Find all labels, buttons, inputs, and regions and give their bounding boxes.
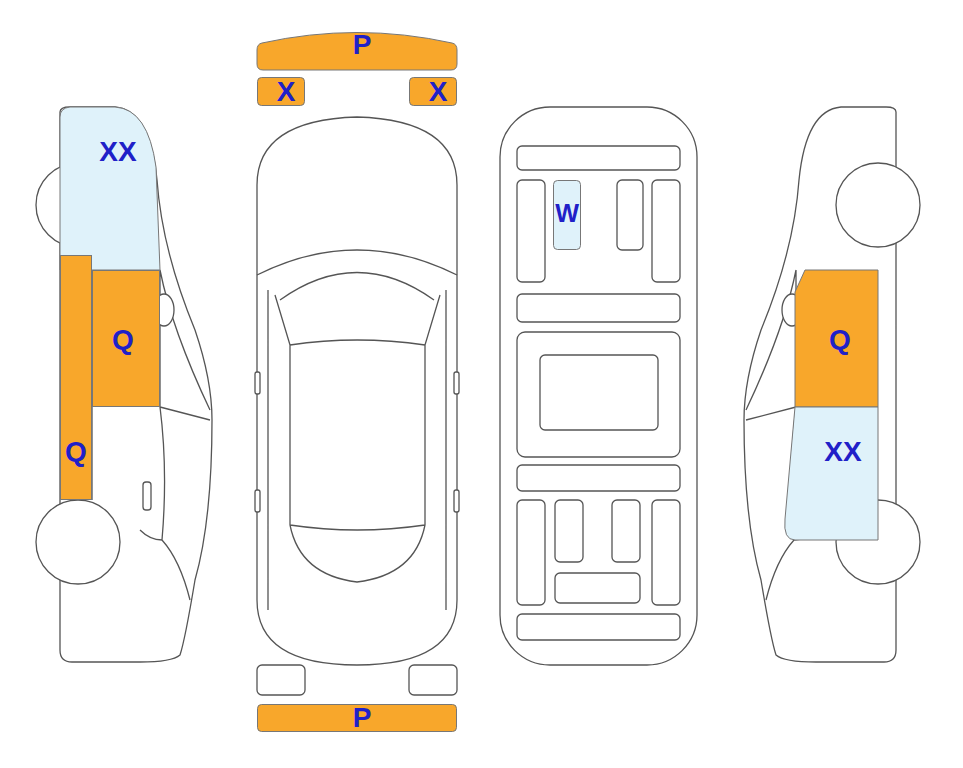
headlight-panel: X	[409, 77, 457, 106]
door-panel: XX	[783, 407, 878, 540]
bumper-panel: P	[257, 704, 457, 732]
underbody-panel: W	[553, 180, 581, 250]
door-panel: Q	[92, 270, 160, 407]
panel-shape	[783, 407, 878, 540]
fender-panel: XX	[60, 107, 160, 270]
damage-code: P	[353, 704, 372, 732]
damage-code: X	[429, 78, 448, 106]
right-side-view	[744, 107, 920, 662]
bumper-panel: P	[257, 28, 457, 70]
damage-code: Q	[65, 438, 87, 466]
sill-panel: Q	[60, 255, 92, 500]
damage-code: XX	[99, 138, 136, 166]
damage-code: X	[277, 78, 296, 106]
left-side-view	[36, 107, 212, 662]
damage-code: Q	[829, 326, 851, 354]
damage-code: XX	[824, 438, 861, 466]
damage-code: W	[555, 201, 579, 226]
top-view	[255, 117, 459, 695]
panel-shape	[60, 107, 160, 270]
door-panel: Q	[795, 270, 878, 407]
underbody-view	[500, 107, 697, 665]
damage-code: P	[353, 31, 372, 59]
headlight-panel: X	[257, 77, 305, 106]
damage-code: Q	[112, 326, 134, 354]
